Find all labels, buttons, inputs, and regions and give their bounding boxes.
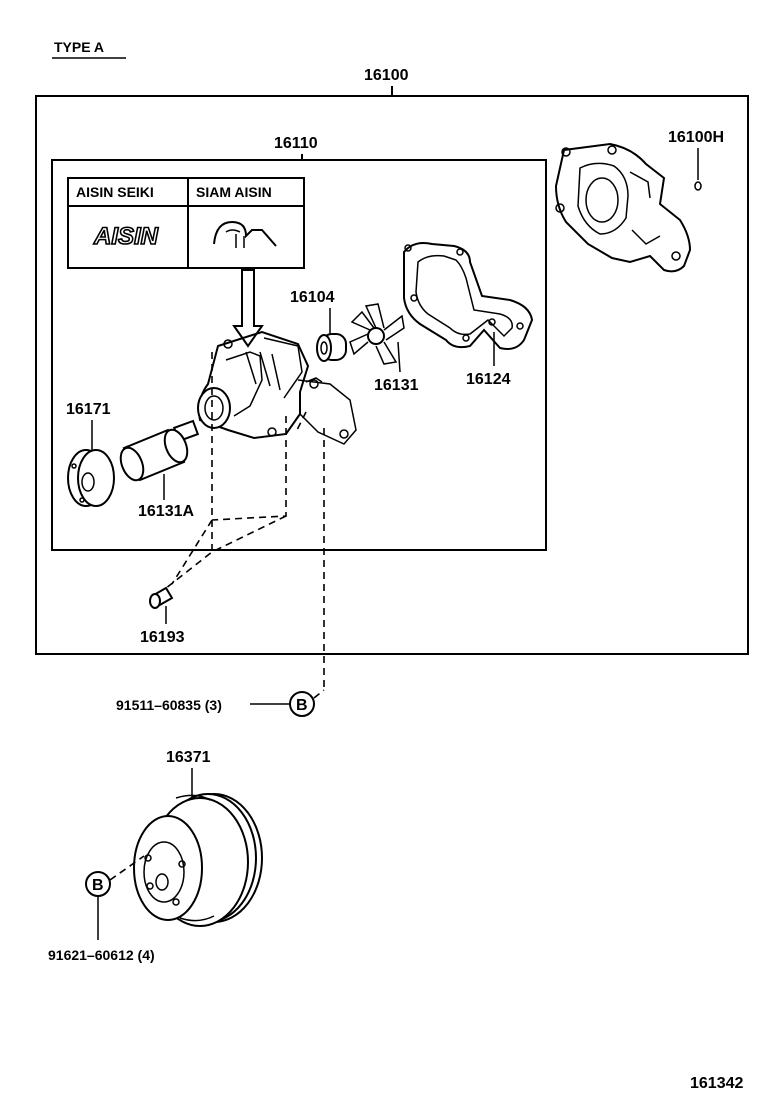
seal-16104 (316, 333, 347, 362)
flange-hub-16171 (67, 449, 115, 507)
assembly-outer-label: 16100 (364, 67, 409, 84)
maker-col1-header: AISIN SEIKI (76, 184, 154, 200)
part-16104-label: 16104 (290, 289, 335, 306)
bolt-b-marker-circle (289, 691, 315, 717)
part-16100H-label: 16100H (668, 129, 724, 146)
part-16371-label: 16371 (166, 749, 211, 766)
part-16131A-label: 16131A (138, 503, 194, 520)
part-16131-label: 16131 (374, 377, 419, 394)
bolt-b-label: 91511–60835 (3) (116, 697, 222, 713)
impeller-16131 (349, 303, 405, 365)
bearing-shaft-16131A (119, 419, 200, 482)
gasket-16124 (403, 242, 534, 350)
nut-b-marker: B (92, 877, 104, 894)
assembly-outer-box (35, 95, 749, 655)
o-ring-16100H (694, 181, 702, 191)
nut-b-label: 91621–60612 (4) (48, 947, 155, 963)
assembly-inner-label: 16110 (274, 135, 318, 152)
aisin-logo: AISIN (93, 223, 159, 250)
maker-col2-header: SIAM AISIN (196, 184, 272, 200)
leader-16131 (397, 341, 401, 373)
brand-arrow-icon (232, 269, 264, 348)
diagram-number: 161342 (690, 1075, 743, 1092)
part-16171-label: 16171 (66, 401, 111, 418)
maker-table: AISIN SEIKI SIAM AISIN AISIN (67, 177, 305, 269)
bolt-b-marker: B (296, 697, 308, 714)
bolt-b-dash-join (313, 689, 325, 699)
bolt-path-connector (155, 515, 287, 597)
nut-b-dash (109, 855, 145, 881)
part-16193-label: 16193 (140, 629, 185, 646)
assembly-inner-box (51, 159, 547, 551)
part-16124-label: 16124 (466, 371, 511, 388)
type-label: TYPE A (54, 39, 104, 55)
bolt-16193 (149, 586, 174, 609)
pump-body (197, 330, 357, 445)
siam-aisin-logo-icon (213, 220, 277, 248)
pulley-16371 (133, 793, 263, 927)
bolt-path-b (295, 411, 325, 690)
bolt-path-16193 (171, 352, 287, 585)
pump-cover-plate (554, 142, 692, 273)
